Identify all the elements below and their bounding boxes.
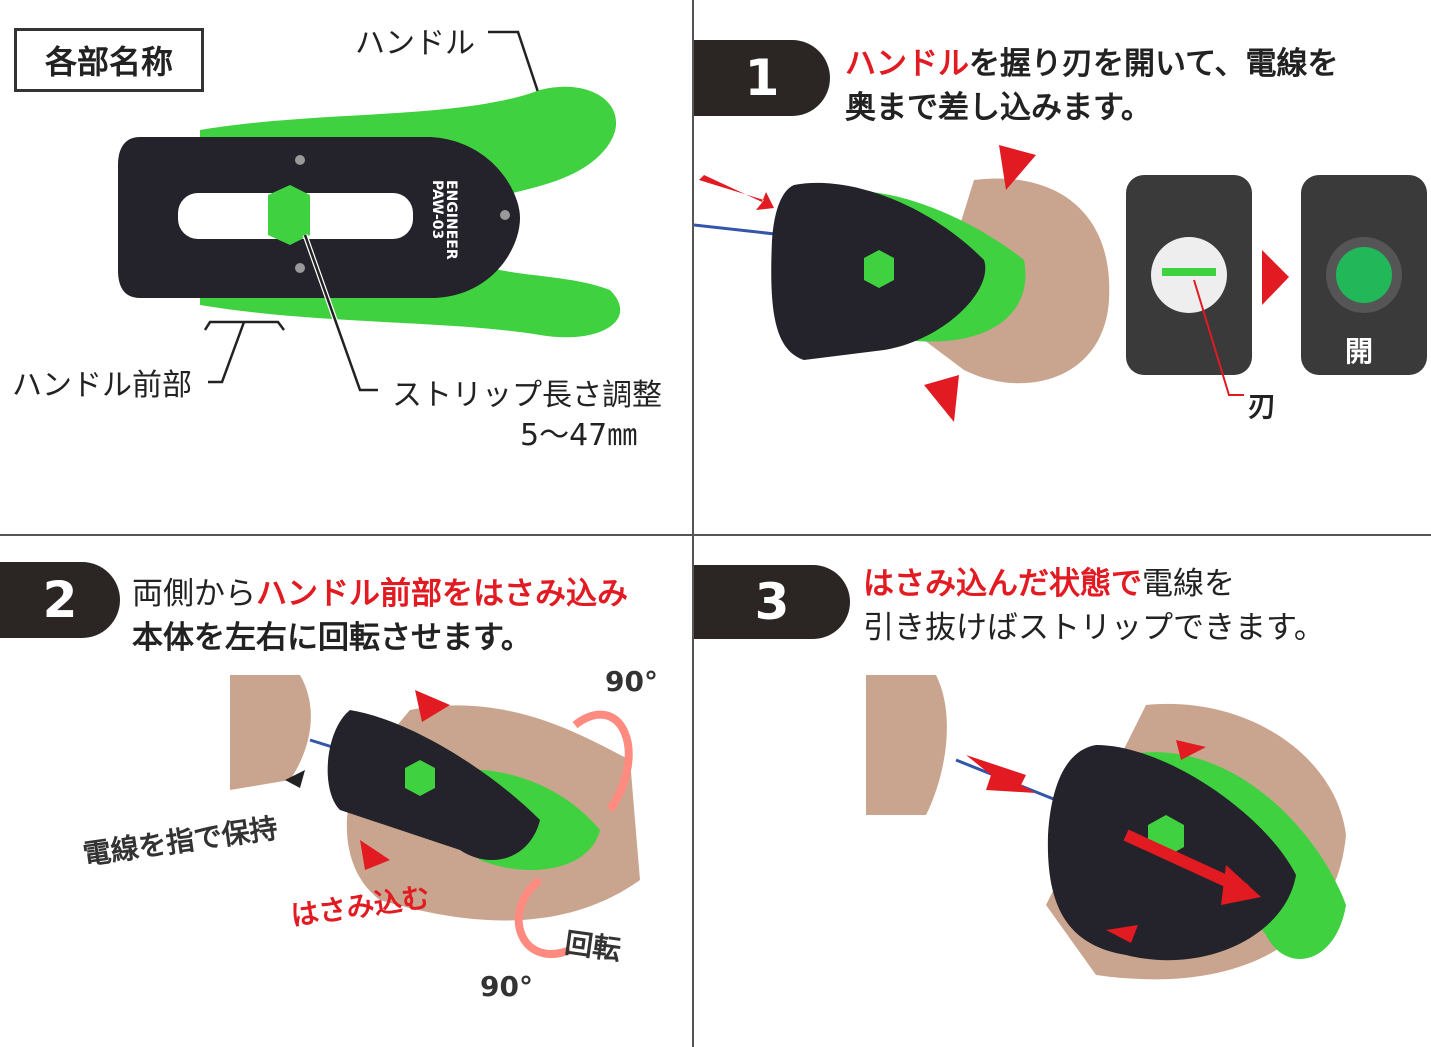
step1-instruction: ハンドルを握り刃を開いて、電線を 奥まで差し込みます。 [845,46,1339,126]
step2-badge: 2 [0,562,120,638]
step2-instruction: 両側からハンドル前部をはさみ込み 本体を左右に回転させます。 [132,576,628,656]
parts-title: 各部名称 [14,28,204,92]
step1-badge: 1 [694,40,830,116]
step3-instruction: はさみ込んだ状態で電線を 引き抜けばストリップできます。 [863,566,1325,646]
label-handle-front: ハンドル前部 [12,368,192,403]
step3-photo [866,675,1346,980]
label-strip-length: ストリップ長さ調整 [392,378,662,413]
horizontal-divider [0,534,1431,536]
vertical-divider [692,0,694,1047]
label-handle: ハンドル [355,26,475,61]
open-label: 開 [1345,335,1374,368]
step3-badge: 3 [694,565,850,639]
rotate-label: 回転 [562,926,623,967]
tool-diagram [118,30,621,393]
step1-photo [694,145,1427,422]
angle-top-label: 90° [605,665,658,698]
label-strip-range: 5〜47㎜ [520,418,638,453]
angle-bottom-label: 90° [480,970,533,1003]
blade-label: 刃 [1248,390,1277,423]
step2-photo [230,675,640,958]
